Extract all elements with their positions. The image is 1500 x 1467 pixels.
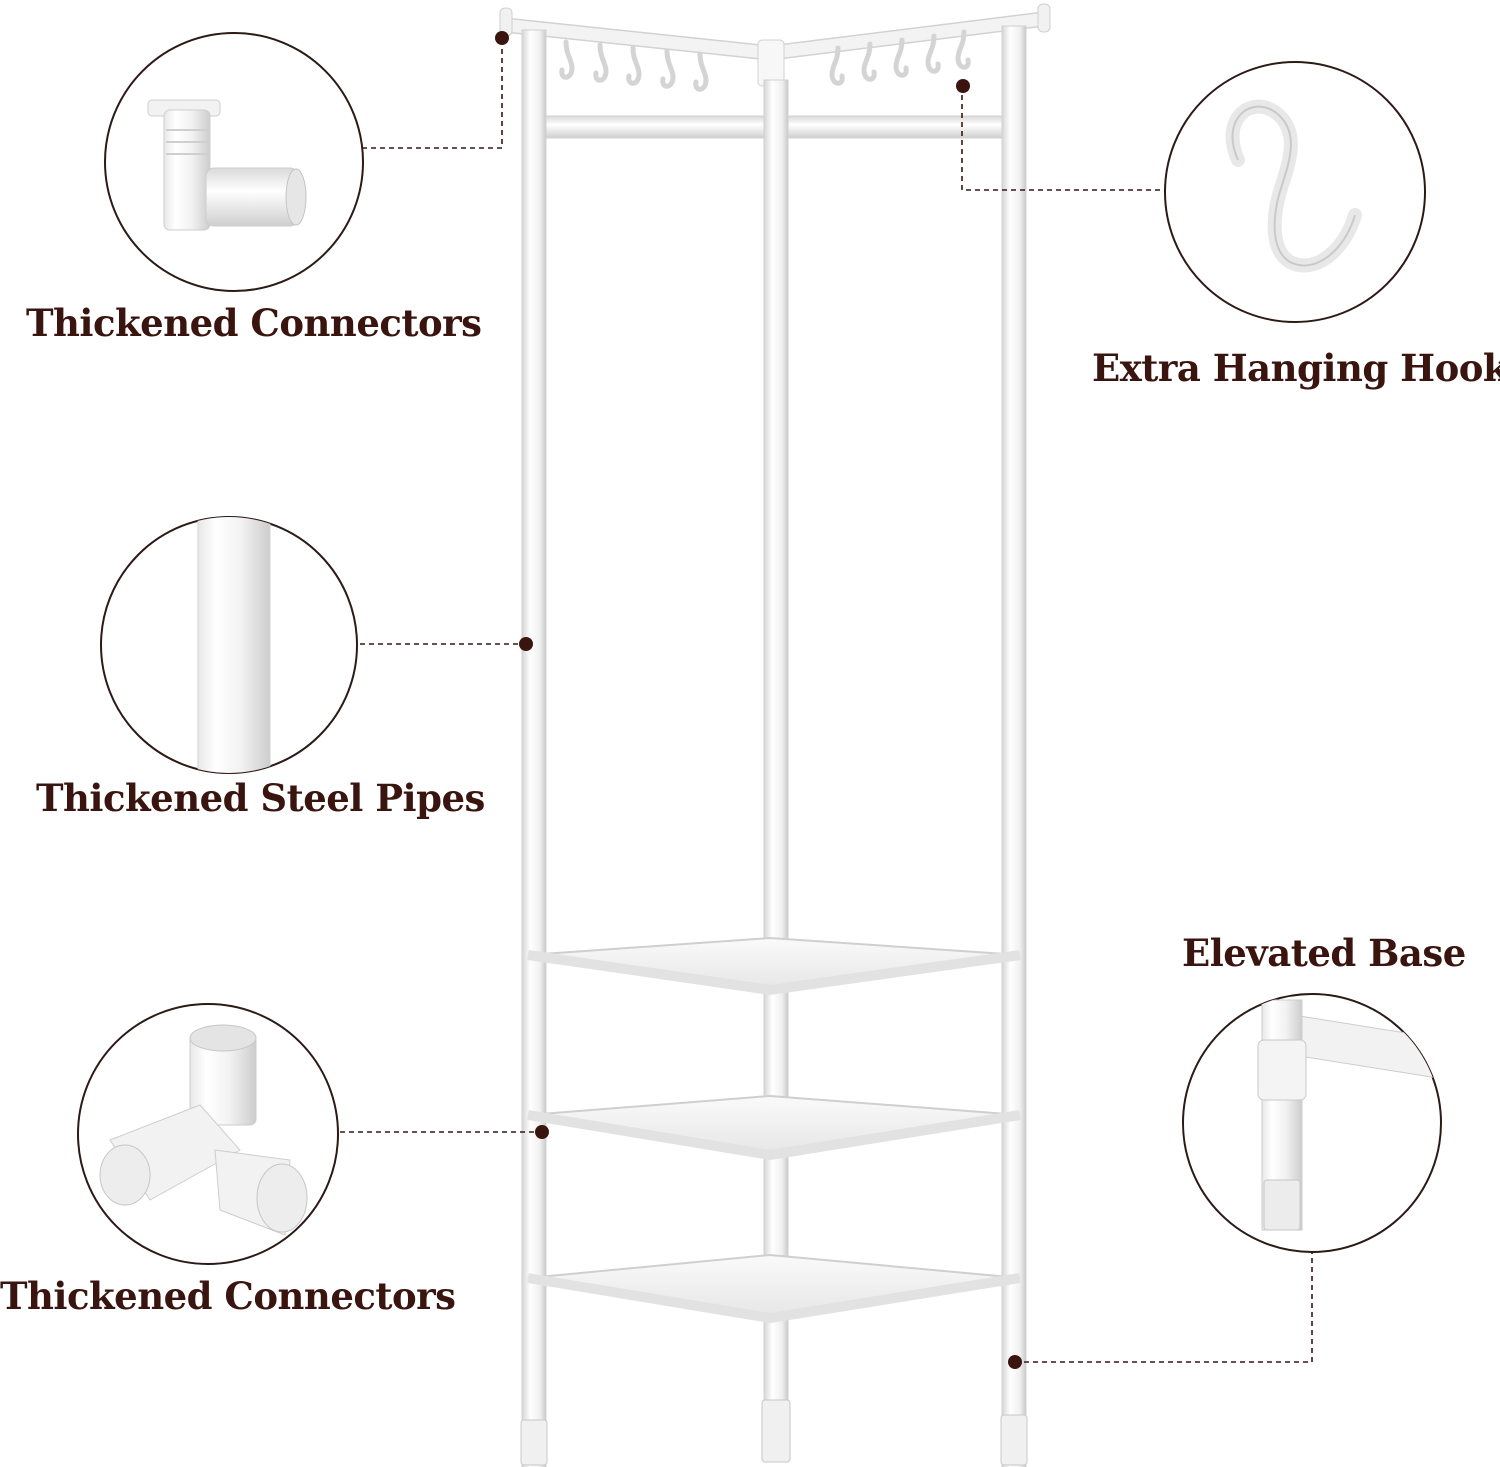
- leader-dots: [495, 31, 1022, 1369]
- callout-label-thickened-steel-pipes: Thickened Steel Pipes: [36, 776, 485, 820]
- top-bar: [499, 3, 1051, 87]
- callout-label-thickened-connectors-bottom: Thickened Connectors: [0, 1274, 456, 1318]
- three-way-connector-icon: [77, 1003, 339, 1265]
- callout-label-elevated-base: Elevated Base: [1182, 931, 1466, 975]
- callout-label-extra-hanging-hooks: Extra Hanging Hooks: [1092, 346, 1500, 390]
- s-hook-icon: [1164, 61, 1426, 323]
- hook-row-left: [559, 39, 709, 92]
- leader-lines: [340, 38, 1313, 1363]
- shelf-bottom: [527, 1253, 1021, 1324]
- elbow-connector-icon: [104, 32, 364, 292]
- feet: [520, 1399, 1028, 1466]
- shelf-middle: [527, 1094, 1021, 1161]
- corner-coat-rack: [499, 3, 1051, 1467]
- elevated-foot-icon: [1182, 993, 1442, 1253]
- uprights: [521, 25, 1027, 1467]
- shelf-top: [527, 936, 1021, 996]
- callout-label-thickened-connectors-top: Thickened Connectors: [26, 301, 482, 345]
- steel-pipe-icon: [100, 516, 358, 774]
- hook-row-right: [829, 29, 971, 86]
